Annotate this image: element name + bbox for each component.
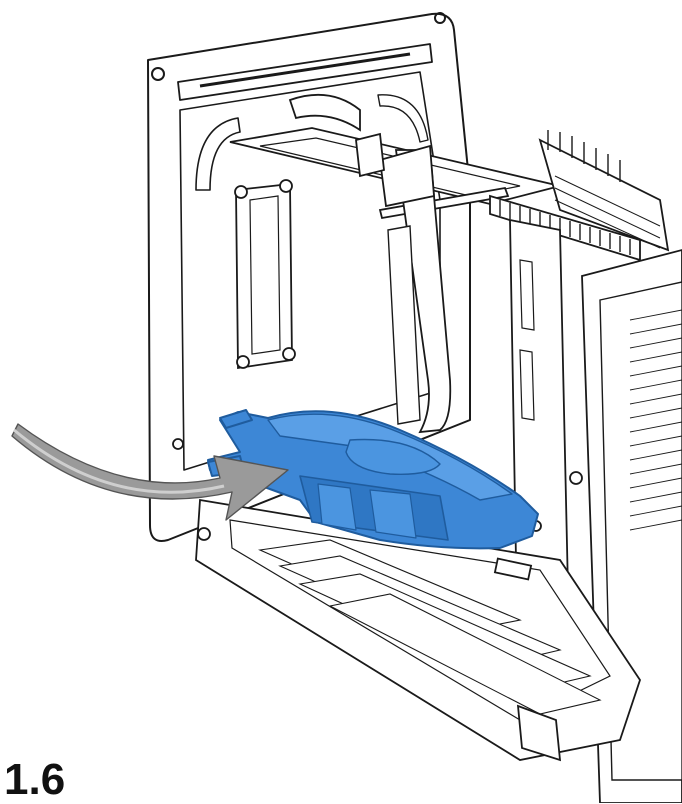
case-floor-tray — [172, 438, 641, 762]
step-label: 1.6 — [4, 755, 66, 804]
right-cage — [489, 130, 682, 803]
insert-arrow-icon — [11, 423, 289, 521]
blower-fan-icon — [207, 409, 539, 550]
riser-cable — [288, 93, 452, 434]
mounting-bracket — [234, 179, 296, 370]
